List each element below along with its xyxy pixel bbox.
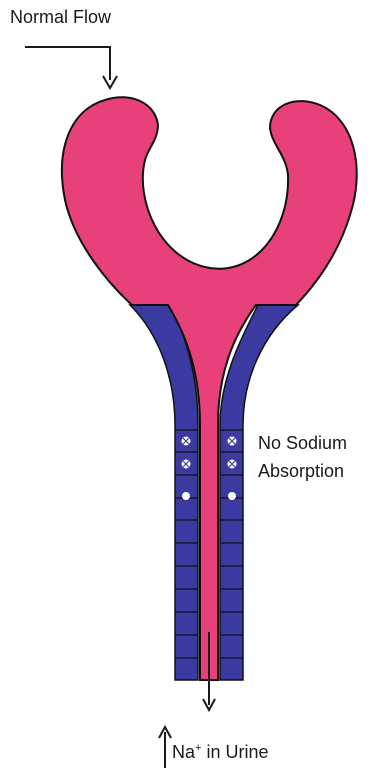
na-symbol: Na [172, 742, 196, 762]
transporter-dot-icon [228, 492, 236, 500]
na-urine-label: Na+ in Urine [172, 742, 268, 762]
transporter-dot-icon [182, 492, 190, 500]
na-suffix: in Urine [201, 742, 268, 762]
blocked-transporter-icon [181, 436, 191, 446]
blocked-transporter-icon [227, 459, 237, 469]
no-sodium-label-line2: Absorption [258, 461, 344, 481]
normal-flow-label: Normal Flow [10, 7, 112, 27]
blocked-transporter-icon [227, 436, 237, 446]
capsule-and-lumen [62, 97, 357, 680]
normal-flow-arrow [25, 47, 110, 80]
no-sodium-label-line1: No Sodium [258, 433, 347, 453]
blocked-transporter-icon [181, 459, 191, 469]
